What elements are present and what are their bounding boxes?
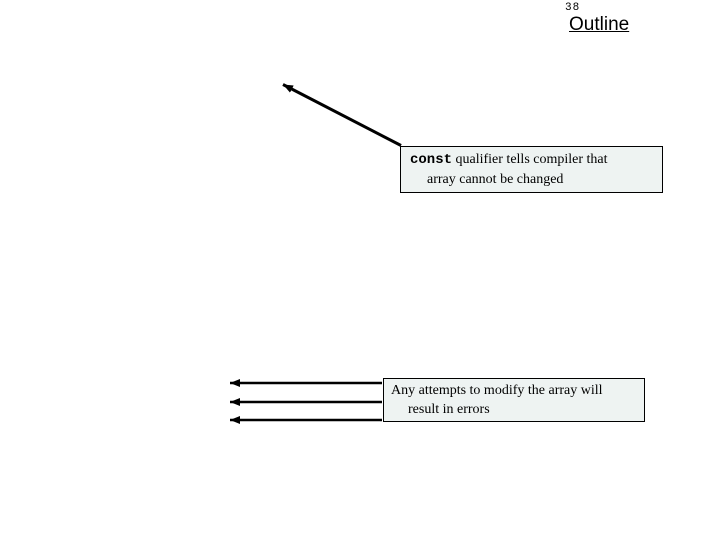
slide-title: Outline [569, 14, 630, 35]
callout-text: result in errors [408, 402, 490, 417]
callout-text: qualifier tells compiler that [452, 152, 608, 167]
slide-page-number: 38 [565, 2, 581, 14]
callout-modify-errors: Any attempts to modify the array will re… [383, 378, 645, 422]
callout-const-qualifier: const qualifier tells compiler that arra… [400, 146, 663, 193]
callout-text: array cannot be changed [427, 172, 564, 187]
diagonal-arrow-icon [282, 83, 402, 147]
const-keyword: const [410, 152, 453, 168]
callout-line: const qualifier tells compiler that [410, 150, 656, 170]
callout-text: Any attempts to modify the array will [391, 383, 603, 398]
